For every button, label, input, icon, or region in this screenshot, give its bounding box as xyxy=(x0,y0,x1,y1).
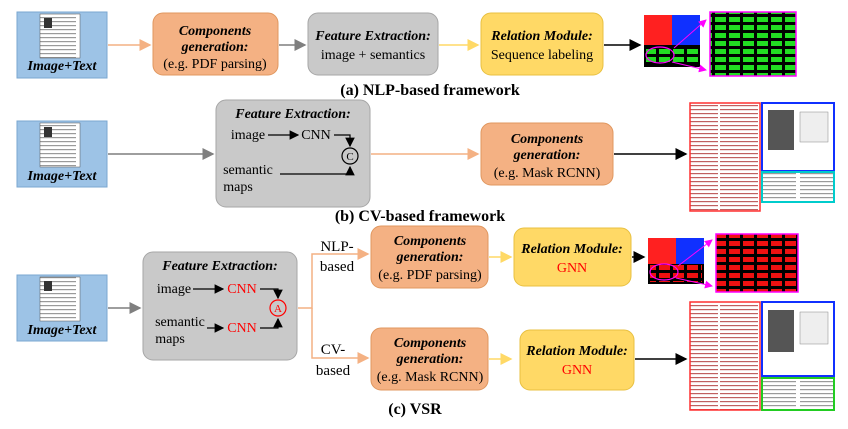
result-document-b xyxy=(689,102,835,212)
input-document-c: Image+Text xyxy=(16,274,108,342)
cnn-label-b: CNN xyxy=(301,128,331,143)
components-box-c-bottom: Components generation: (e.g. Mask RCNN) xyxy=(370,327,489,391)
feature-title-a: Feature Extraction: xyxy=(314,29,431,44)
semantic-label-c1: semantic xyxy=(155,315,205,330)
result-thumbnail-a xyxy=(644,15,700,67)
input-label: Image+Text xyxy=(27,59,98,74)
caption-b: (b) CV-based framework xyxy=(335,208,505,225)
components-title-cb2: generation: xyxy=(396,352,464,367)
components-sub-a: (e.g. PDF parsing) xyxy=(163,57,267,72)
components-title-ct1: Components xyxy=(394,234,467,249)
branch-nlp-2: based xyxy=(320,259,355,275)
cnn-top-c: CNN xyxy=(227,282,257,297)
concat-symbol-circle xyxy=(341,147,359,165)
cnn-bottom-c: CNN xyxy=(227,321,257,336)
result-document-c xyxy=(689,301,835,411)
zoom-view-c xyxy=(715,233,799,293)
components-sub-ct: (e.g. PDF parsing) xyxy=(378,268,482,283)
zoom-view-a xyxy=(709,11,797,77)
components-title-b2: generation: xyxy=(513,148,581,163)
components-box-b: Components generation: (e.g. Mask RCNN) xyxy=(480,122,614,186)
relation-sub-ct: GNN xyxy=(557,261,587,276)
image-label-b: image xyxy=(231,128,265,143)
relation-title-a: Relation Module: xyxy=(490,29,593,44)
attention-symbol: A xyxy=(274,303,282,315)
caption-c: (c) VSR xyxy=(388,401,442,418)
semantic-label-b2: maps xyxy=(223,180,253,195)
panel-a: Image+Text Components generation: (e.g. … xyxy=(16,11,797,99)
feature-box-c: Feature Extraction: image CNN A semantic… xyxy=(142,251,298,361)
components-box-c-top: Components generation: (e.g. PDF parsing… xyxy=(370,225,489,289)
panel-c: Image+Text Feature Extraction: image CNN… xyxy=(16,225,835,418)
panel-b: Image+Text Feature Extraction: image CNN… xyxy=(16,99,835,225)
branch-nlp-1: NLP- xyxy=(320,239,353,255)
components-title-cb1: Components xyxy=(394,336,467,351)
image-label-c: image xyxy=(157,282,191,297)
components-box-a: Components generation: (e.g. PDF parsing… xyxy=(152,12,279,76)
components-title-a2: generation: xyxy=(181,40,249,55)
semantic-label-b1: semantic xyxy=(223,163,273,178)
relation-title-cb: Relation Module: xyxy=(525,344,628,359)
input-label: Image+Text xyxy=(27,169,98,184)
feature-box-b: Feature Extraction: image CNN C semantic… xyxy=(215,99,371,208)
components-title-b1: Components xyxy=(511,132,584,147)
relation-box-a: Relation Module: Sequence labeling xyxy=(480,12,604,76)
input-label: Image+Text xyxy=(27,323,98,338)
relation-sub-a: Sequence labeling xyxy=(491,48,593,63)
feature-title-c: Feature Extraction: xyxy=(161,259,278,274)
semantic-label-c2: maps xyxy=(155,332,185,347)
attention-symbol-circle xyxy=(269,299,287,317)
result-thumbnail-c xyxy=(648,238,704,284)
input-document-b: Image+Text xyxy=(16,120,108,188)
relation-sub-cb: GNN xyxy=(562,363,592,378)
relation-title-ct: Relation Module: xyxy=(520,242,623,257)
components-sub-cb: (e.g. Mask RCNN) xyxy=(377,370,484,385)
components-title-a1: Components xyxy=(179,24,252,39)
feature-sub-a: image + semantics xyxy=(321,48,425,63)
caption-a: (a) NLP-based framework xyxy=(340,82,520,99)
branch-cv-1: CV- xyxy=(321,342,345,358)
components-sub-b: (e.g. Mask RCNN) xyxy=(494,166,601,181)
relation-box-c-bottom: Relation Module: GNN xyxy=(519,329,635,391)
concat-symbol: C xyxy=(346,151,353,163)
branch-cv-2: based xyxy=(316,363,351,379)
relation-box-c-top: Relation Module: GNN xyxy=(513,227,632,287)
feature-title-b: Feature Extraction: xyxy=(234,107,351,122)
feature-box-a: Feature Extraction: image + semantics xyxy=(307,12,439,76)
input-document-a: Image+Text xyxy=(16,11,108,79)
components-title-ct2: generation: xyxy=(396,250,464,265)
